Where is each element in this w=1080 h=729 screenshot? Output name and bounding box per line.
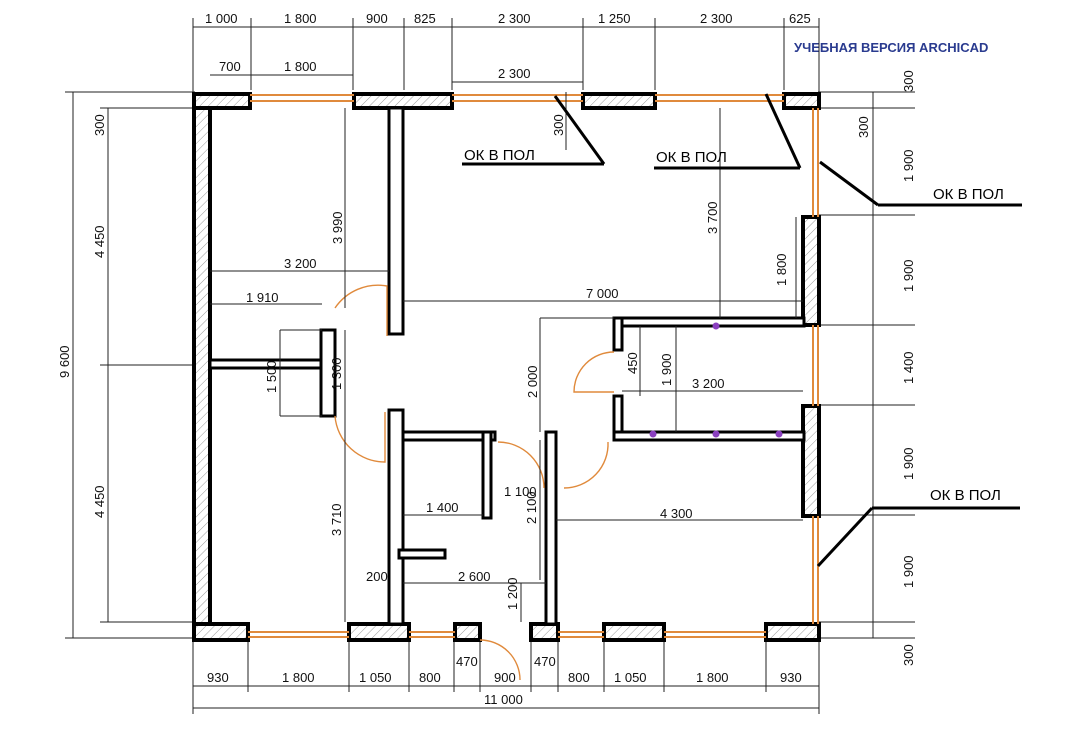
top-dim-6: 1 250 [598,11,631,26]
bottom-dimension-chain: 930 1 800 1 050 800 470 900 470 800 1 05… [192,638,820,714]
bottom-dim-6: 900 [494,670,516,685]
dim-3700: 3 700 [705,201,720,234]
bottom-dim-8: 800 [568,670,590,685]
right-dim-8: 300 [901,644,916,666]
dim-3200-mid: 3 200 [692,376,725,391]
dim-4300: 4 300 [660,506,693,521]
bottom-dim-1: 930 [207,670,229,685]
window-notes: ОК В ПОЛ ОК В ПОЛ ОК В ПОЛ ОК В ПОЛ [462,93,1022,568]
doors [334,284,615,681]
watermark-text: УЧЕБНАЯ ВЕРСИЯ ARCHICAD [794,40,988,55]
left-total-dim: 9 600 [57,345,72,378]
outlet-markers [649,322,783,438]
dim-3710: 3 710 [329,503,344,536]
bottom-dim-2: 1 800 [282,670,315,685]
note-4: ОК В ПОЛ [930,487,1001,504]
dim-1300: 1 300 [329,357,344,390]
top-dim-5: 2 300 [498,11,531,26]
dim-200: 200 [366,569,388,584]
top-dim-4: 825 [414,11,436,26]
dim-300-top: 300 [551,114,566,136]
dim-1200: 1 200 [505,577,520,610]
dim-1100: 1 100 [504,484,537,499]
top-dimension-chain: 1 000 1 800 900 825 2 300 1 250 2 300 62… [192,11,820,100]
dim-1910: 1 910 [246,290,279,305]
right-dimension-chain: 300 300 1 900 1 900 1 400 1 900 1 900 30… [818,70,916,666]
top-dim-2: 1 800 [284,11,317,26]
dim-450: 450 [625,352,640,374]
bottom-dim-10: 1 800 [696,670,729,685]
note-1: ОК В ПОЛ [464,147,535,164]
dim-3200-top: 3 200 [284,256,317,271]
top-dim-1: 1 000 [205,11,238,26]
right-dim-4: 1 900 [901,259,916,292]
dim-2000: 2 000 [525,365,540,398]
bottom-dim-4: 800 [419,670,441,685]
dim-1800: 1 800 [774,253,789,286]
right-dim-6: 1 900 [901,447,916,480]
right-dim-5: 1 400 [901,351,916,384]
top-dim-8: 625 [789,11,811,26]
bottom-dim-5: 470 [456,654,478,669]
left-dim-1: 300 [92,114,107,136]
dim-1400: 1 400 [426,500,459,515]
dim-2600: 2 600 [458,569,491,584]
top-inner-dim-2: 1 800 [284,59,317,74]
note-3: ОК В ПОЛ [933,186,1004,203]
dim-7000: 7 000 [586,286,619,301]
dim-3990: 3 990 [330,211,345,244]
left-dim-3: 4 450 [92,485,107,518]
top-dim-3: 900 [366,11,388,26]
interior-dimension-labels: 3 990 3 200 1 910 7 000 3 700 1 800 300 … [246,114,789,610]
top-dim-7: 2 300 [700,11,733,26]
top-inner-dim-3: 2 300 [498,66,531,81]
bottom-dim-3: 1 050 [359,670,392,685]
right-dim-1: 300 [901,70,916,92]
right-dim-7: 1 900 [901,555,916,588]
left-dimension-chain: 9 600 300 4 450 4 450 [57,91,195,639]
interior-dimensions [210,92,803,622]
right-dim-2: 300 [856,116,871,138]
bottom-total-dim: 11 000 [484,692,523,707]
left-dim-2: 4 450 [92,225,107,258]
bottom-dim-7: 470 [534,654,556,669]
bottom-dim-9: 1 050 [614,670,647,685]
windows [248,94,819,638]
bottom-dim-11: 930 [780,670,802,685]
right-dim-3: 1 900 [901,149,916,182]
dim-1900: 1 900 [659,353,674,386]
dim-1500: 1 500 [264,360,279,393]
note-2: ОК В ПОЛ [656,149,727,166]
dim-2100: 2 100 [524,491,539,524]
interior-partitions [208,106,806,626]
top-inner-dim-1: 700 [219,59,241,74]
